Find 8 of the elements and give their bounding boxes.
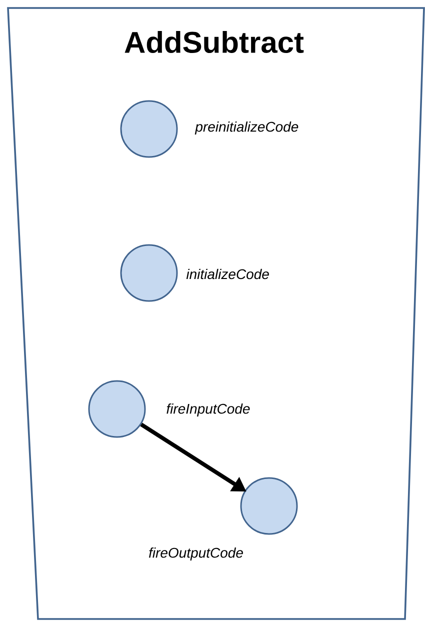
circle-node: [120, 100, 178, 158]
node-label: initializeCode: [186, 268, 269, 280]
circle-node: [120, 244, 178, 302]
node-label: fireInputCode: [166, 403, 250, 417]
node-label: preinitializeCode: [194, 121, 298, 135]
circle-node: [88, 380, 146, 438]
node-label: fireOutputCode: [149, 547, 243, 561]
circle-node: [240, 477, 298, 535]
